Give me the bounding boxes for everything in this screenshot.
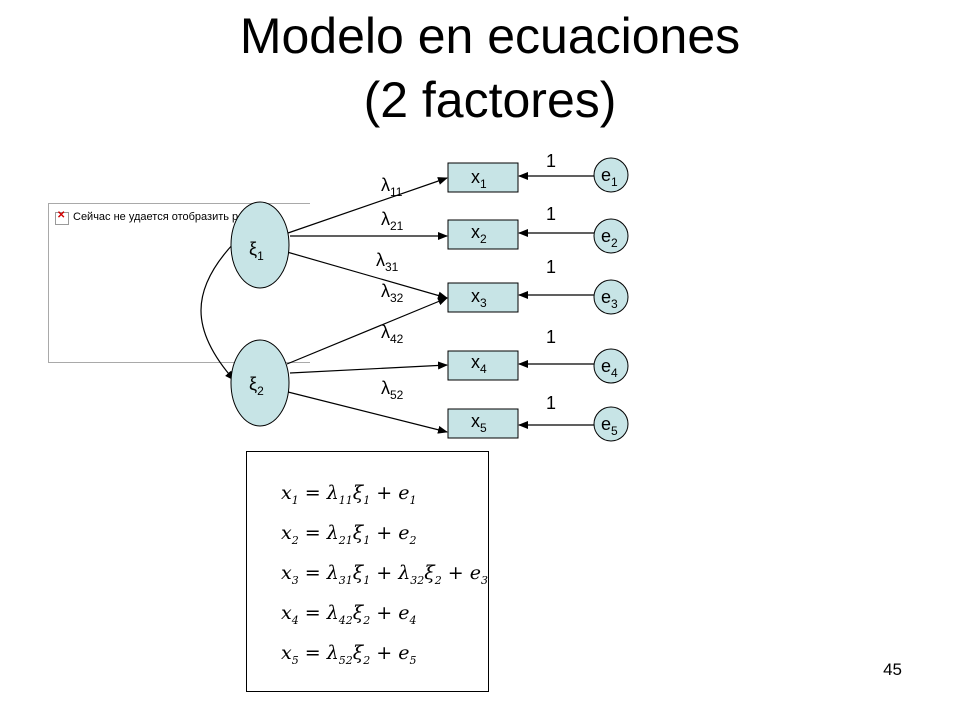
svg-text:e2: e2	[601, 226, 618, 250]
svg-text:ξ2: ξ2	[249, 374, 264, 398]
loading-arrow-11	[287, 177, 448, 234]
svg-text:x4: x4	[471, 352, 487, 376]
equation-2: x2 = λ21ξ1 + e2	[281, 522, 417, 547]
svg-text:ξ1: ξ1	[249, 239, 264, 263]
error-e2: e2	[593, 218, 629, 254]
slide-title: Modelo en ecuaciones (2 factores)	[0, 4, 960, 132]
error-e3: e3	[593, 279, 629, 315]
error-weight-3: 1	[546, 257, 556, 277]
equation-5: x5 = λ52ξ2 + e5	[281, 642, 417, 667]
factor-covariance-arrow	[200, 233, 244, 381]
svg-text:x5: x5	[471, 411, 487, 435]
loading-label-42: λ42	[381, 322, 404, 346]
observed-x5: x5	[447, 408, 519, 439]
svg-text:e3: e3	[601, 287, 618, 311]
error-e1: e1	[593, 157, 629, 193]
equations-box: x1 = λ11ξ1 + e1 x2 = λ21ξ1 + e2 x3 = λ31…	[246, 451, 489, 692]
title-line-1: Modelo en ecuaciones	[239, 8, 741, 64]
error-weight-1: 1	[546, 151, 556, 171]
error-e5: e5	[593, 406, 629, 442]
svg-text:x1: x1	[471, 167, 487, 191]
error-weight-5: 1	[546, 393, 556, 413]
loading-arrow-42	[289, 361, 448, 374]
equation-4: x4 = λ42ξ2 + e4	[281, 602, 417, 627]
error-weight-4: 1	[546, 327, 556, 347]
equation-3: x3 = λ31ξ1 + λ32ξ2 + e3	[281, 562, 489, 587]
loading-arrow-31	[286, 251, 448, 300]
error-e4: e4	[593, 348, 629, 384]
loading-label-52: λ52	[381, 378, 404, 402]
loading-arrow-52	[287, 391, 448, 434]
loading-arrow-32	[286, 297, 448, 365]
loading-label-11: λ11	[381, 175, 403, 199]
title-line-2: (2 factores)	[363, 72, 617, 128]
slide-number: 45	[883, 660, 902, 679]
equation-1: x1 = λ11ξ1 + e1	[281, 482, 417, 507]
loading-label-32: λ32	[381, 281, 404, 305]
svg-text:x2: x2	[471, 222, 487, 246]
svg-text:e1: e1	[601, 165, 618, 189]
svg-text:e4: e4	[601, 356, 618, 380]
svg-text:e5: e5	[601, 414, 618, 438]
observed-x2: x2	[447, 219, 519, 250]
broken-image-icon	[55, 210, 69, 225]
latent-factor-2: ξ2	[230, 339, 290, 427]
broken-image-placeholder: Сейчас не удается отобразить р	[48, 203, 310, 363]
loading-label-31: λ31	[376, 250, 399, 274]
svg-text:x3: x3	[471, 286, 487, 310]
observed-x3: x3	[447, 282, 519, 313]
error-weight-2: 1	[546, 204, 556, 224]
latent-factor-1: ξ1	[230, 201, 290, 289]
broken-image-text: Сейчас не удается отобразить р	[73, 211, 239, 223]
observed-x1: x1	[447, 162, 519, 193]
loading-label-21: λ21	[381, 209, 404, 233]
observed-x4: x4	[447, 350, 519, 381]
